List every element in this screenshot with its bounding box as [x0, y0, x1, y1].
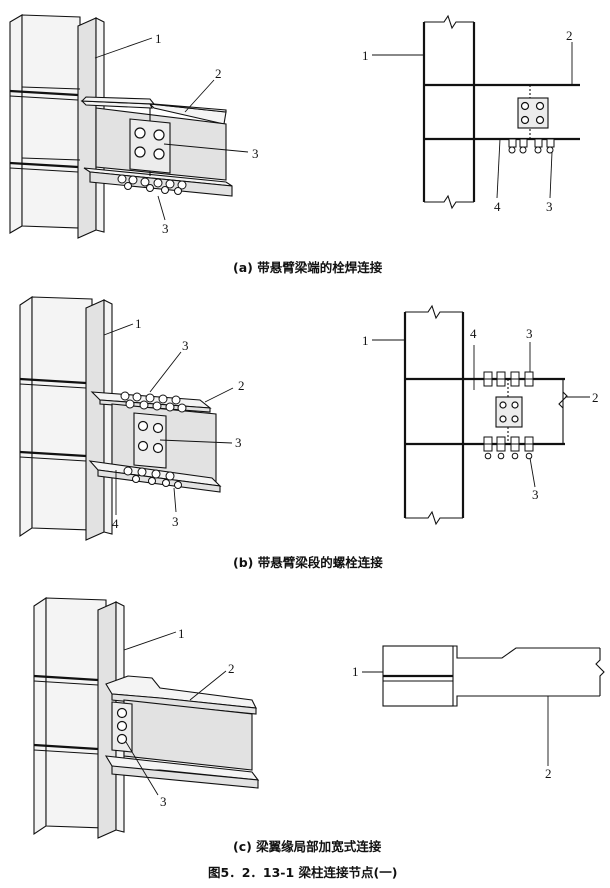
detail-b-elevation — [372, 304, 590, 526]
column-flange-front — [77, 17, 97, 239]
detail-a-elevation — [372, 14, 580, 210]
detail-a-isometric — [9, 14, 249, 239]
caption-b: (b) 带悬臂梁段的螺栓连接 — [233, 555, 383, 570]
splice-plate — [129, 118, 171, 174]
label-1-a-iso: 1 — [155, 31, 162, 46]
label-2-b-elev: 2 — [592, 390, 599, 405]
label-2-a-iso: 2 — [215, 66, 222, 81]
figure-caption: 图5．2．13-1 梁柱连接节点(一) — [208, 865, 397, 880]
label-2-a-elev: 2 — [566, 28, 573, 43]
detail-c-isometric — [33, 596, 260, 839]
label-4-a-elev: 4 — [494, 199, 501, 214]
detail-b-isometric — [19, 295, 234, 541]
label-2-b-iso: 2 — [238, 378, 245, 393]
label-2-c-plan: 2 — [545, 766, 552, 781]
label-1-a-elev: 1 — [362, 48, 369, 63]
caption-a: (a) 带悬臂梁端的栓焊连接 — [233, 260, 383, 275]
detail-c-plan — [362, 645, 605, 766]
column-flange-back — [9, 14, 23, 234]
label-3-b-iso-top: 3 — [182, 338, 189, 353]
label-3-c-iso: 3 — [160, 794, 167, 809]
label-1-b-iso: 1 — [135, 316, 142, 331]
label-1-c-iso: 1 — [178, 626, 185, 641]
label-3-a-iso: 3 — [252, 146, 259, 161]
label-4-b-elev: 4 — [470, 326, 477, 341]
label-1-c-plan: 1 — [352, 664, 359, 679]
label-3-b-iso-bot: 3 — [172, 514, 179, 529]
label-3-b-elev-bot: 3 — [532, 487, 539, 502]
label-3-b-elev-top: 3 — [526, 326, 533, 341]
label-3-a-elev: 3 — [546, 199, 553, 214]
flange-bolt-row — [117, 174, 187, 195]
label-2-c-iso: 2 — [228, 661, 235, 676]
label-3-b-iso-mid: 3 — [235, 435, 242, 450]
label-1-b-elev: 1 — [362, 333, 369, 348]
label-3b-a-iso: 3 — [162, 221, 169, 236]
caption-c: (c) 梁翼缘局部加宽式连接 — [233, 839, 382, 854]
label-4-b-iso: 4 — [112, 516, 119, 531]
